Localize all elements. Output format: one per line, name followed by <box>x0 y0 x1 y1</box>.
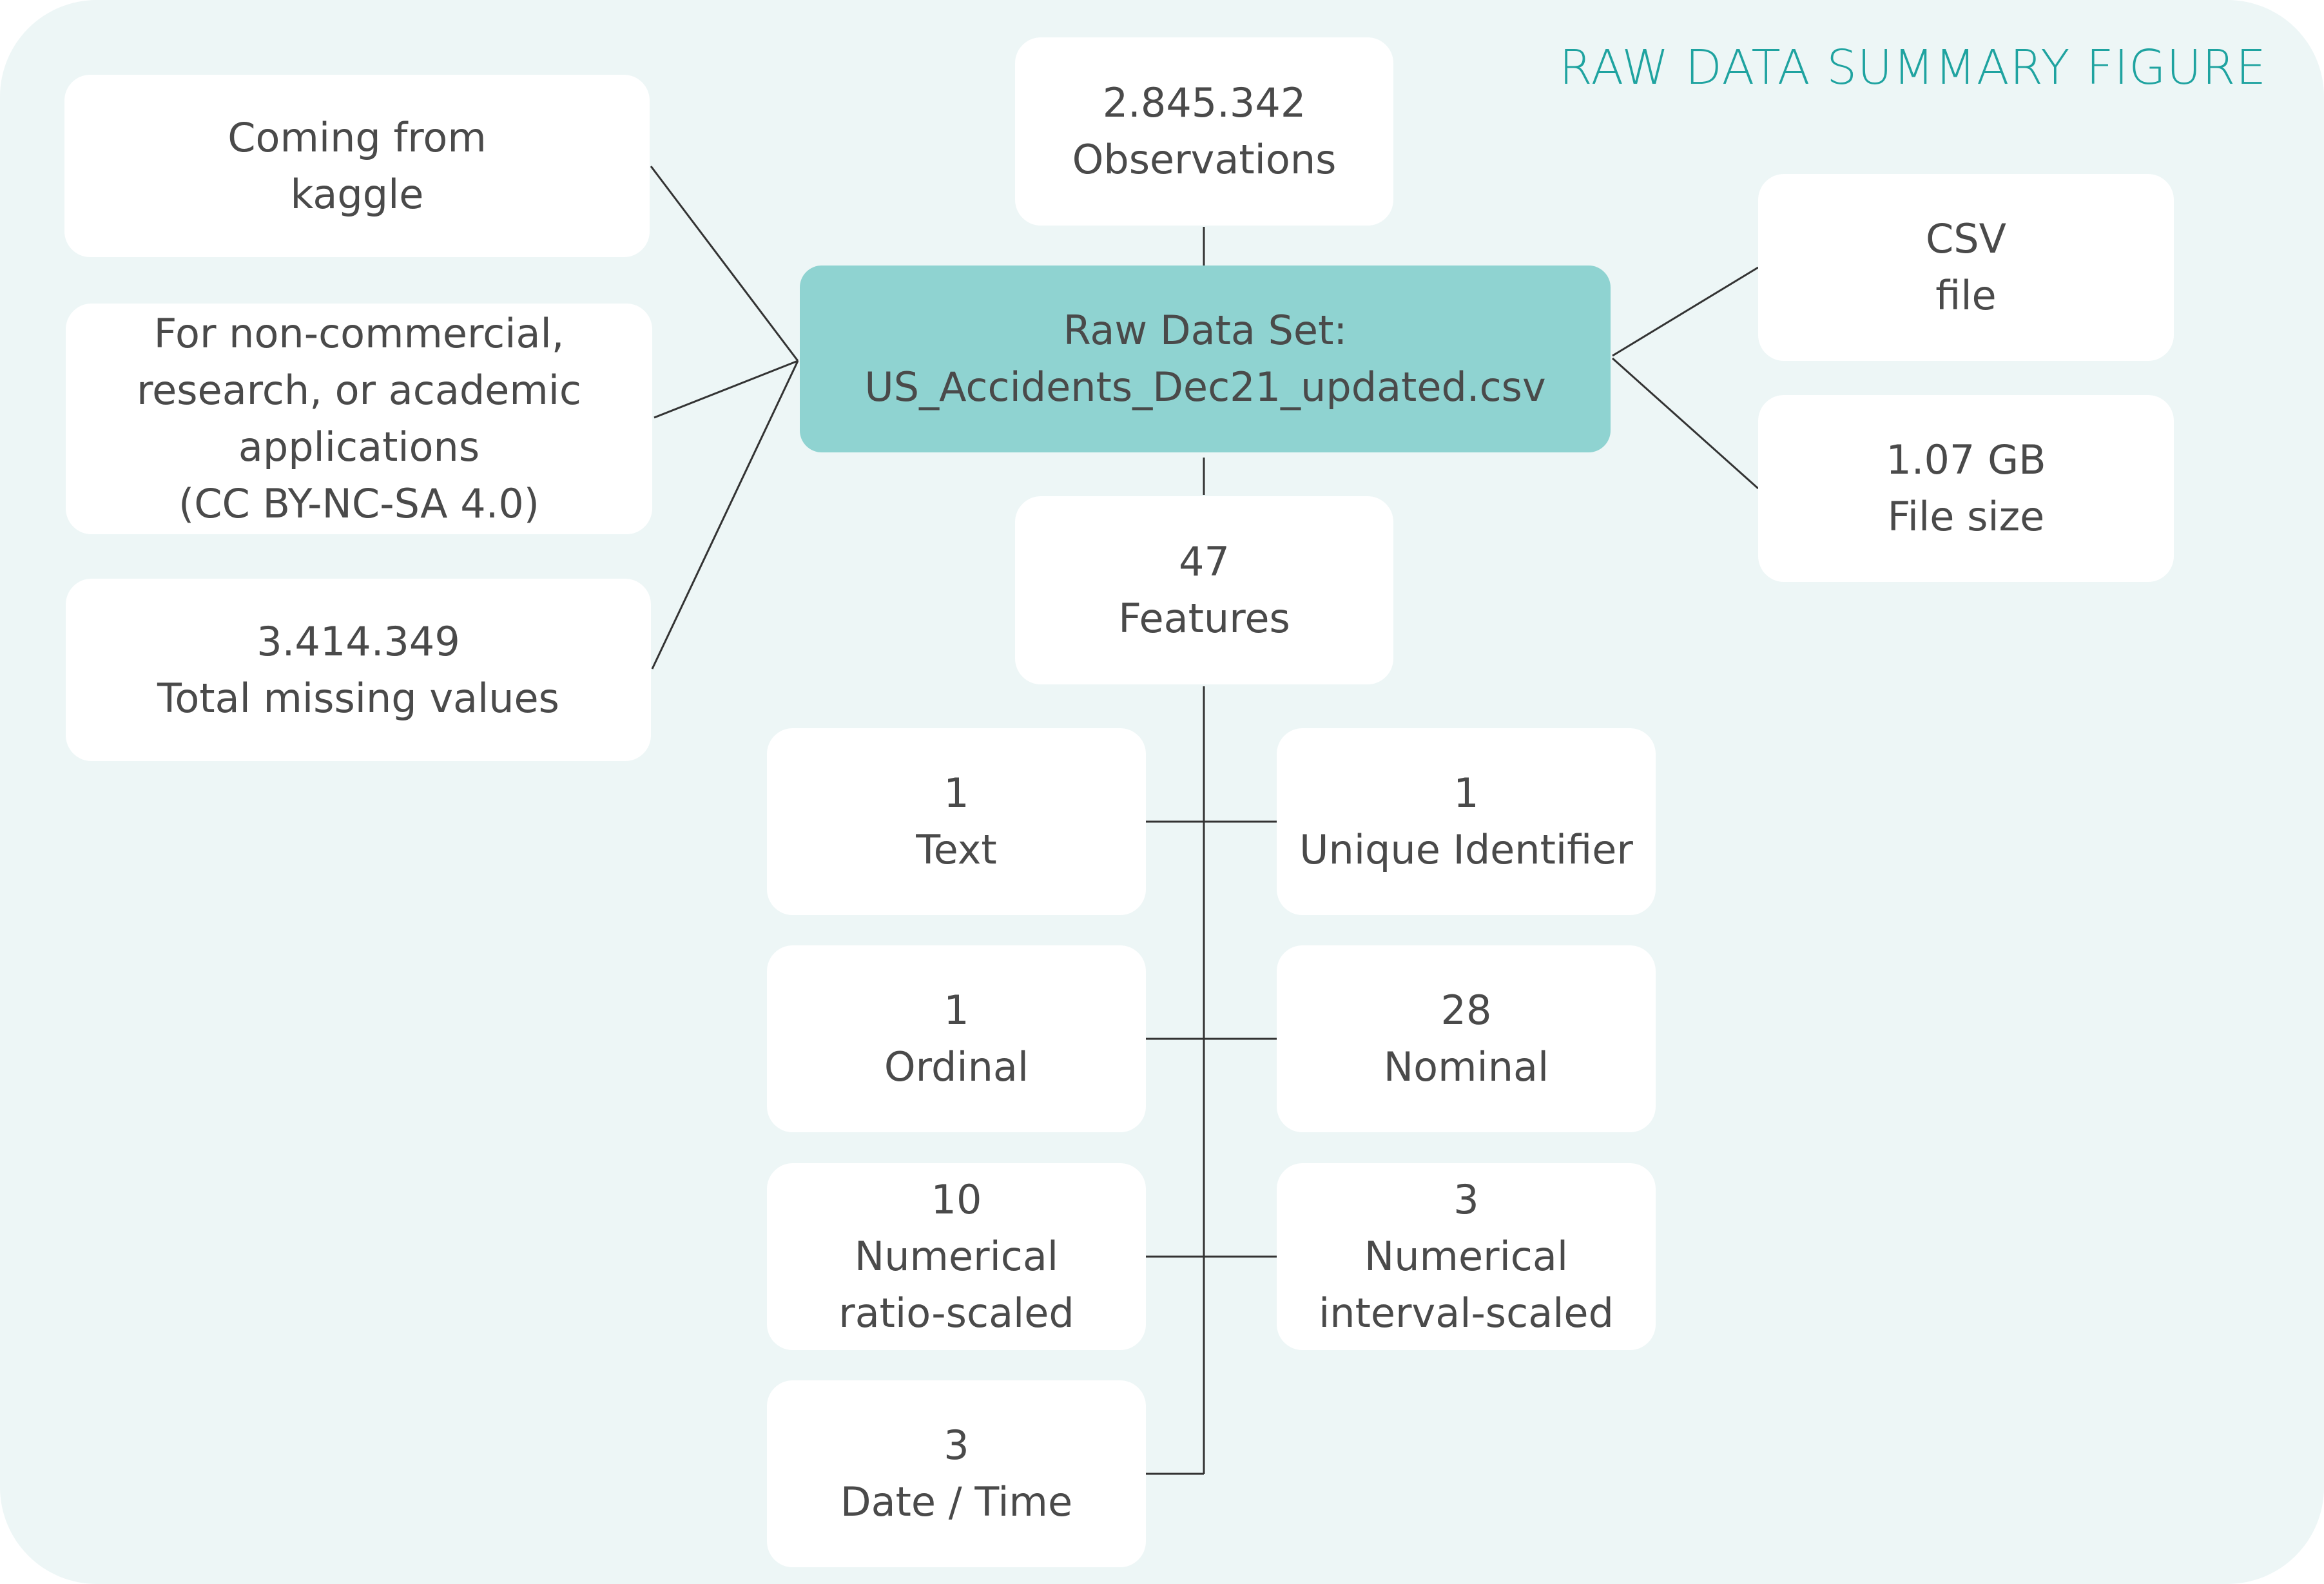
feature-label-2: interval-scaled <box>1319 1289 1614 1337</box>
feature-count: 1 <box>944 769 969 816</box>
feature-label: Date / Time <box>840 1478 1073 1525</box>
feature-count: 28 <box>1440 987 1492 1034</box>
size-label: File size <box>1887 493 2045 540</box>
license-node: For non-commercial, research, or academi… <box>66 304 652 534</box>
center-line-1: Raw Data Set: <box>1063 307 1348 354</box>
feature-type-text: 1 Text <box>767 728 1146 915</box>
missing-label: Total missing values <box>157 674 559 722</box>
figure-title: RAW DATA SUMMARY FIGURE <box>1559 40 2267 95</box>
observations-node: 2.845.342 Observations <box>1015 37 1393 226</box>
feature-count: 1 <box>1453 769 1479 816</box>
feature-label: Ordinal <box>884 1043 1029 1090</box>
feature-label: Numerical <box>854 1233 1059 1280</box>
observations-label: Observations <box>1072 136 1337 183</box>
link-format <box>1612 266 1759 357</box>
missing-values-node: 3.414.349 Total missing values <box>66 579 651 761</box>
missing-value: 3.414.349 <box>257 617 460 665</box>
file-size-node: 1.07 GB File size <box>1758 395 2174 582</box>
feature-count: 3 <box>1453 1176 1479 1223</box>
license-line-2: research, or academic <box>136 367 582 414</box>
license-line-1: For non-commercial, <box>153 310 565 357</box>
feature-type-unique-identifier: 1 Unique Identifier <box>1277 728 1656 915</box>
feature-count: 10 <box>931 1176 982 1223</box>
size-value: 1.07 GB <box>1886 436 2046 483</box>
feature-count: 3 <box>944 1422 969 1469</box>
features-value: 47 <box>1179 538 1230 585</box>
center-line-2: US_Accidents_Dec21_updated.csv <box>864 363 1546 410</box>
feature-label: Numerical <box>1364 1233 1569 1280</box>
features-label: Features <box>1118 595 1290 642</box>
source-node: Coming from kaggle <box>64 75 650 257</box>
link-missing <box>651 360 799 670</box>
link-source <box>650 166 799 362</box>
feature-type-nominal: 28 Nominal <box>1277 945 1656 1132</box>
license-line-4: (CC BY-NC-SA 4.0) <box>179 480 539 527</box>
feature-label: Unique Identifier <box>1299 826 1633 873</box>
observations-value: 2.845.342 <box>1102 79 1306 126</box>
feature-label-2: ratio-scaled <box>838 1289 1074 1337</box>
format-line-1: CSV <box>1925 215 2007 262</box>
feature-label: Nominal <box>1383 1043 1549 1090</box>
link-size <box>1612 357 1759 490</box>
feature-count: 1 <box>944 987 969 1034</box>
source-line-1: Coming from <box>228 113 487 161</box>
source-line-2: kaggle <box>290 170 424 218</box>
feature-label: Text <box>916 826 997 873</box>
raw-data-set-node: Raw Data Set: US_Accidents_Dec21_updated… <box>800 266 1611 452</box>
feature-type-date-time: 3 Date / Time <box>767 1380 1146 1567</box>
feature-type-numerical-interval: 3 Numerical interval-scaled <box>1277 1163 1656 1350</box>
license-line-3: applications <box>238 423 480 470</box>
features-node: 47 Features <box>1015 496 1393 684</box>
link-license <box>654 360 799 419</box>
format-line-2: file <box>1935 272 1997 319</box>
feature-type-ordinal: 1 Ordinal <box>767 945 1146 1132</box>
feature-type-numerical-ratio: 10 Numerical ratio-scaled <box>767 1163 1146 1350</box>
file-format-node: CSV file <box>1758 174 2174 361</box>
